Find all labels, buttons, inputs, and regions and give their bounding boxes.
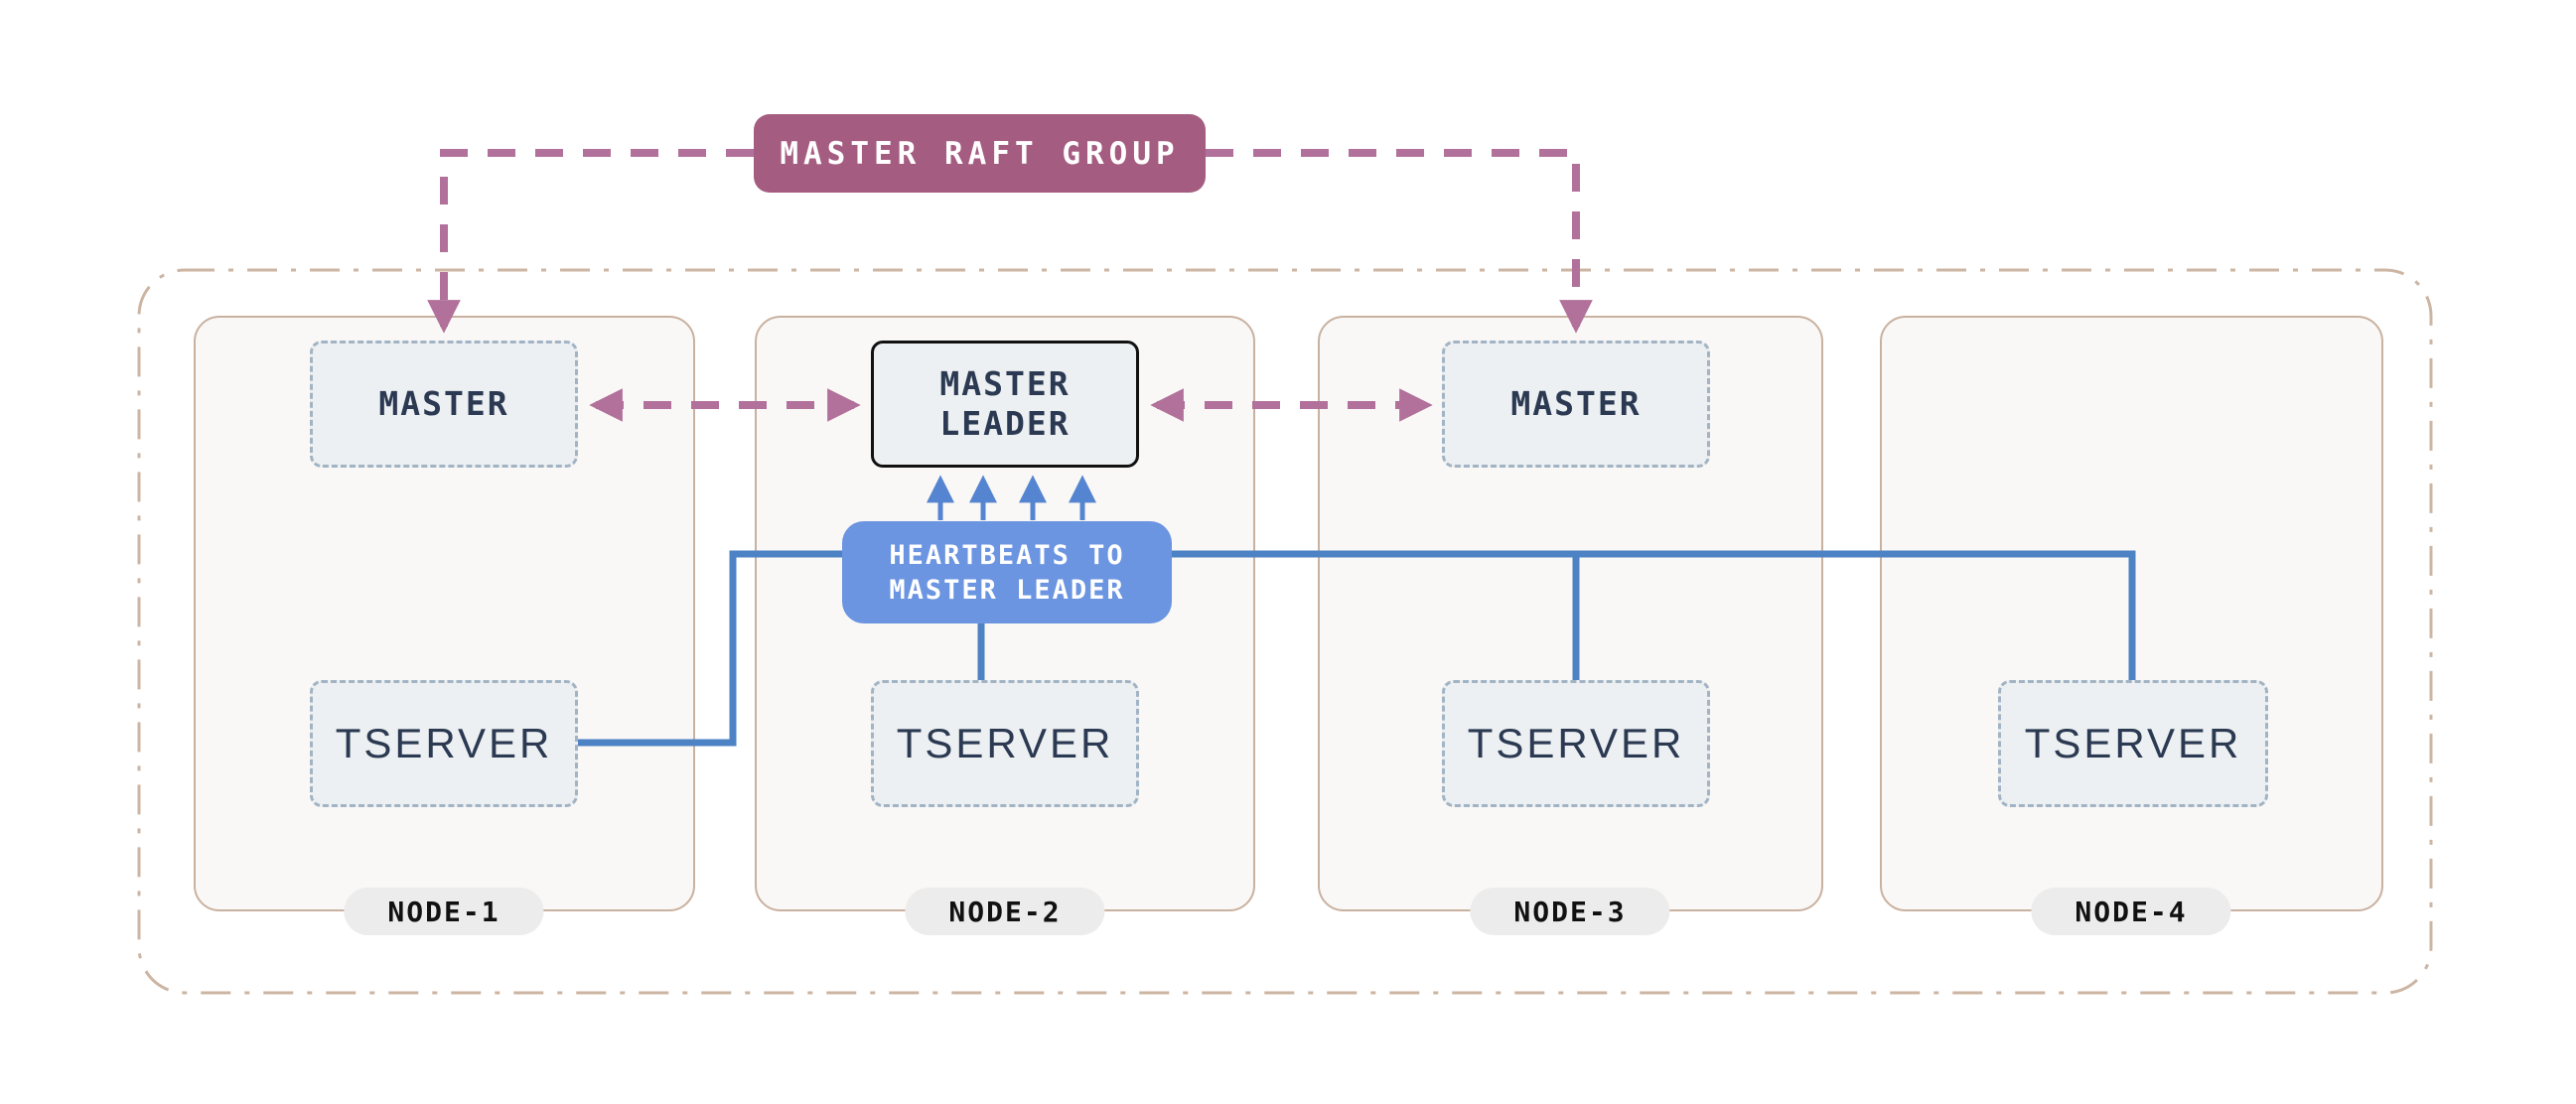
node-3-pill: NODE-3 [1470, 888, 1670, 935]
master-leader-label-line2: LEADER [939, 404, 1071, 443]
master-leader-label-line1: MASTER [939, 364, 1071, 403]
node-2-pill: NODE-2 [905, 888, 1105, 935]
node-3-tserver-label: TSERVER [1467, 720, 1685, 766]
node-4-pill: NODE-4 [2031, 888, 2231, 935]
node-3-master-box: MASTER [1442, 341, 1710, 468]
node-2-master-leader-box: MASTER LEADER [871, 341, 1139, 468]
node-2-tserver-label: TSERVER [896, 720, 1114, 766]
node-3-label: NODE-3 [1513, 895, 1627, 928]
raft-connector-to-node3-master [1206, 149, 1593, 334]
node-3-master-label: MASTER [1510, 384, 1642, 423]
node-1-pill: NODE-1 [344, 888, 544, 935]
node-3-tserver-box: TSERVER [1442, 680, 1710, 807]
node-4-label: NODE-4 [2075, 895, 2188, 928]
master-raft-group-banner: MASTER RAFT GROUP [754, 114, 1206, 193]
node-1-master-label: MASTER [378, 384, 509, 423]
node-1-tserver-box: TSERVER [310, 680, 578, 807]
node-1-tserver-label: TSERVER [335, 720, 553, 766]
node-4-container [1880, 316, 2383, 911]
node-2-tserver-box: TSERVER [871, 680, 1139, 807]
master-raft-group-label: MASTER RAFT GROUP [780, 135, 1180, 172]
node-1-master-box: MASTER [310, 341, 578, 468]
heartbeats-label-line2: MASTER LEADER [889, 574, 1125, 606]
heartbeats-label-line1: HEARTBEATS TO [889, 539, 1125, 571]
node-2-label: NODE-2 [948, 895, 1062, 928]
heartbeats-callout: HEARTBEATS TO MASTER LEADER [842, 521, 1172, 623]
node-4-tserver-label: TSERVER [2024, 720, 2242, 766]
node-1-label: NODE-1 [387, 895, 501, 928]
raft-connector-to-node1-master [427, 149, 754, 334]
node-4-tserver-box: TSERVER [1998, 680, 2268, 807]
